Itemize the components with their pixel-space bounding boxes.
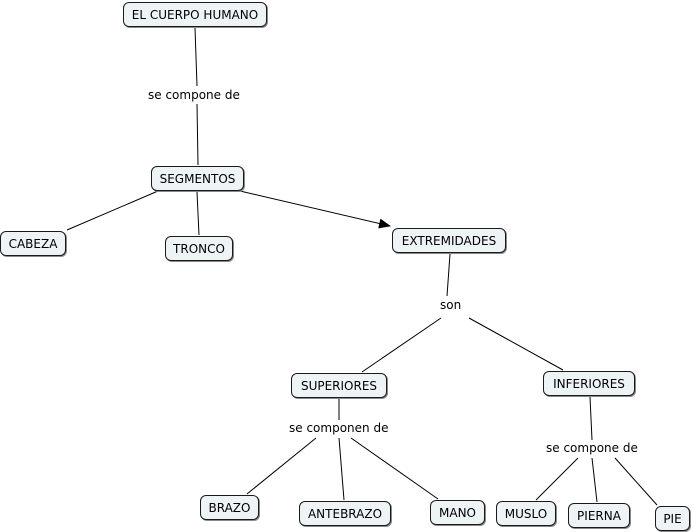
node-label: EL CUERPO HUMANO [131,7,259,22]
node-muslo[interactable]: MUSLO [496,501,556,526]
line-extremidades-to-label [446,253,451,297]
node-inferiores[interactable]: INFERIORES [543,371,635,396]
node-label: TRONCO [173,241,225,256]
node-label: SEGMENTOS [159,171,236,186]
node-superiores[interactable]: SUPERIORES [291,373,387,398]
line-label-to-superiores [361,317,442,373]
node-label: MUSLO [504,506,548,521]
line-label-to-muslo [535,457,579,501]
link-label-se-compone-de-inferiores: se compone de [544,441,640,455]
line-label-to-brazo [246,437,317,495]
node-brazo[interactable]: BRAZO [200,495,259,520]
node-cabeza[interactable]: CABEZA [0,231,66,256]
line-segmentos-to-cabeza [66,190,159,231]
line-label-to-pierna [591,457,598,503]
node-label: ANTEBRAZO [307,506,383,521]
link-label-se-compone-de: se compone de [146,88,242,102]
line-segmentos-to-tronco [196,191,200,236]
line-label-to-pie [614,457,658,506]
node-label: MANO [439,505,476,520]
node-label: PIE [663,511,682,526]
line-label-to-segmentos [196,103,199,166]
line-segmentos-to-extremidades [239,190,391,229]
node-el-cuerpo-humano[interactable]: EL CUERPO HUMANO [123,2,267,27]
node-extremidades[interactable]: EXTREMIDADES [392,228,506,253]
node-label: EXTREMIDADES [401,233,497,248]
link-label-se-componen-de: se componen de [287,421,391,435]
node-mano[interactable]: MANO [430,500,485,525]
node-label: INFERIORES [553,376,625,391]
node-pierna[interactable]: PIERNA [568,503,630,528]
line-label-to-mano [350,437,439,500]
node-label: BRAZO [208,500,251,515]
line-cuerpo-to-label [194,27,198,87]
line-inferiores-to-label [589,396,593,441]
node-antebrazo[interactable]: ANTEBRAZO [299,501,391,526]
line-label-to-antebrazo [338,437,345,501]
node-segmentos[interactable]: SEGMENTOS [151,166,244,191]
line-label-to-inferiores [468,317,564,371]
link-label-son: son [438,298,464,312]
node-tronco[interactable]: TRONCO [165,236,233,261]
node-label: CABEZA [8,236,58,251]
node-label: SUPERIORES [300,378,378,393]
node-label: PIERNA [577,508,621,523]
node-pie[interactable]: PIE [655,506,690,531]
